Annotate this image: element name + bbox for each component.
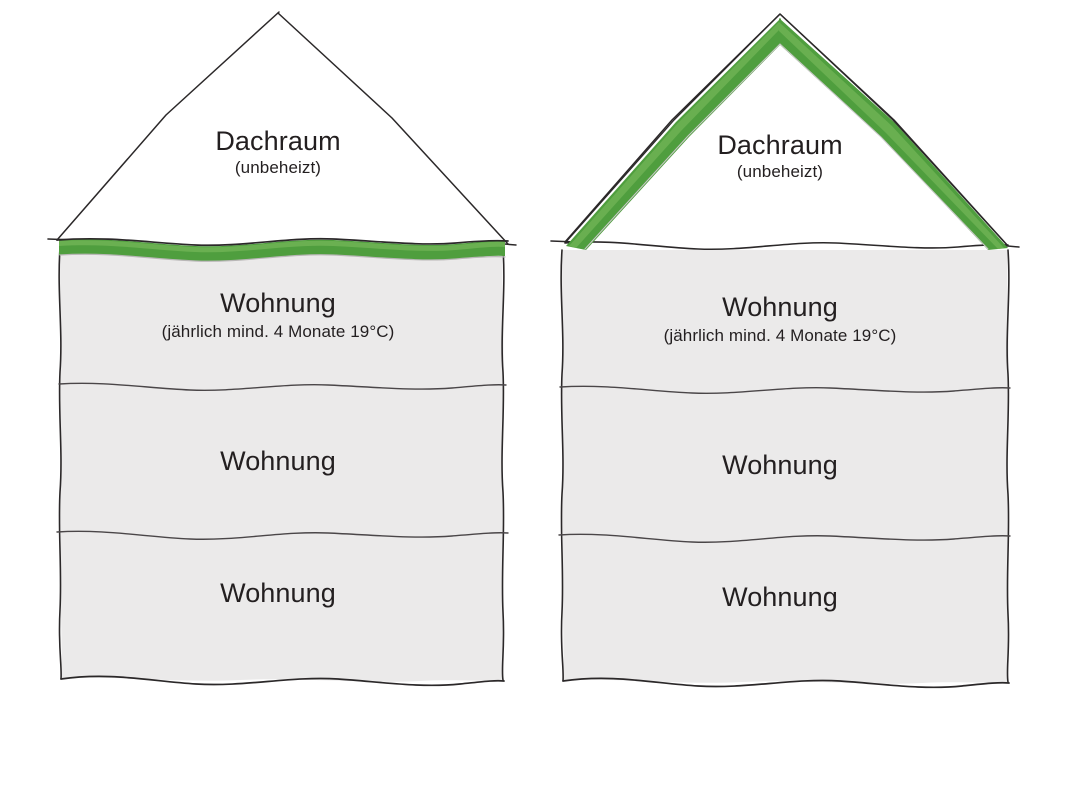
house-left-floor-divider-1 bbox=[58, 382, 507, 391]
house-right-insulation-rafter-left-highlight bbox=[569, 21, 780, 248]
house-right-roof-innerline bbox=[584, 43, 989, 250]
house-left-body-fill bbox=[59, 250, 504, 682]
house-right-base-line bbox=[562, 677, 1010, 689]
house-left-ceiling-line bbox=[56, 237, 509, 247]
house-right bbox=[550, 13, 1020, 689]
house-right-wall-right bbox=[1006, 249, 1010, 683]
house-left-insulation-highlight bbox=[59, 240, 505, 253]
house-right-floor-divider-2 bbox=[558, 533, 1011, 543]
house-right-roof-topline bbox=[565, 13, 1008, 246]
house-right-wall-left bbox=[560, 249, 564, 682]
house-right-floor-divider-1 bbox=[559, 385, 1011, 394]
house-left-floor-divider-2 bbox=[56, 530, 509, 540]
house-left-wall-left bbox=[58, 247, 62, 680]
house-left-roof-outline-right bbox=[277, 12, 509, 245]
house-left-ceiling-underline bbox=[59, 253, 506, 262]
house-right-insulation-rafter-right-highlight bbox=[779, 22, 1004, 249]
house-left-base-line bbox=[60, 675, 505, 687]
house-left-roof-outline bbox=[56, 11, 280, 241]
house-right-body-fill bbox=[561, 250, 1009, 684]
house-left bbox=[47, 11, 517, 687]
house-left-wall-right bbox=[501, 247, 505, 681]
house-right-ceiling-line bbox=[564, 241, 1009, 251]
